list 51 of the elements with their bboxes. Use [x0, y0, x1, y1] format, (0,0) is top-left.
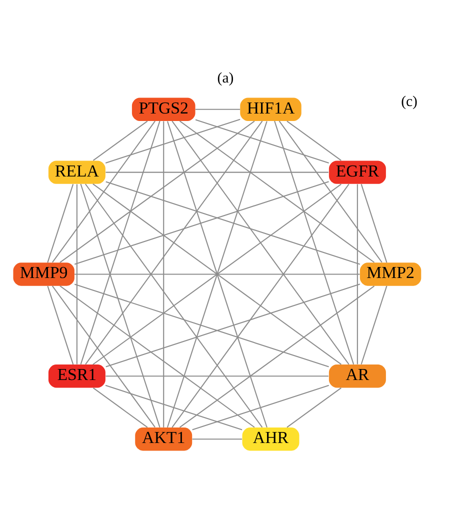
connector	[74, 180, 328, 264]
node-box: MMP2	[359, 262, 421, 286]
connector	[105, 171, 328, 172]
node-box: MMP9	[12, 262, 74, 286]
connector	[80, 120, 160, 364]
connector	[92, 387, 148, 428]
node-box: AKT1	[134, 426, 192, 450]
connector	[46, 184, 74, 262]
connector	[286, 120, 341, 160]
node-box: HIF1A	[240, 97, 301, 120]
connector	[192, 384, 328, 430]
connector	[194, 118, 328, 164]
connector	[171, 120, 349, 364]
node-box: RELA	[48, 160, 105, 184]
connector	[92, 183, 341, 364]
connector	[84, 120, 262, 364]
connector	[162, 120, 164, 427]
connector	[104, 118, 240, 164]
connector	[84, 183, 262, 428]
connector	[360, 285, 387, 364]
connector	[171, 183, 349, 428]
connector	[105, 283, 360, 367]
connector	[52, 120, 155, 262]
node-box: AR	[328, 364, 386, 388]
connector	[80, 183, 160, 427]
node-box: PTGS2	[131, 97, 195, 120]
connector	[105, 375, 328, 376]
connector	[194, 108, 240, 110]
node-box: ESR1	[48, 364, 105, 388]
connector	[105, 180, 360, 264]
connector	[51, 285, 155, 428]
connector	[178, 120, 374, 262]
connector	[192, 438, 242, 440]
connector	[278, 120, 382, 262]
connector	[74, 283, 328, 367]
connector	[274, 120, 354, 364]
connector	[74, 273, 360, 274]
connector	[178, 285, 374, 428]
connector	[59, 285, 254, 428]
connector	[59, 120, 254, 262]
node-box: EGFR	[328, 160, 386, 184]
connector	[104, 384, 242, 430]
connector	[360, 184, 387, 262]
node-box: AHR	[242, 426, 299, 450]
connector	[76, 184, 77, 364]
connector	[286, 387, 341, 428]
diagram-title: (a)	[216, 70, 234, 86]
caption: (c)	[400, 94, 417, 110]
connector	[46, 285, 74, 364]
connector	[356, 184, 358, 364]
connector	[92, 120, 148, 160]
